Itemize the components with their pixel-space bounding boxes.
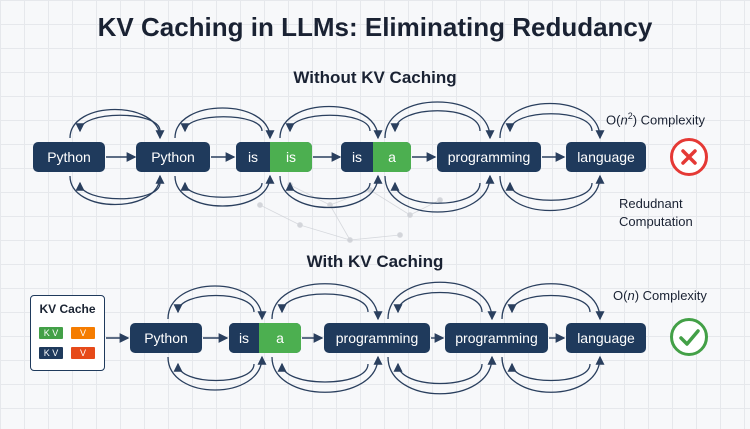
- token-is-cached: is: [229, 323, 259, 353]
- without-heading: Without KV Caching: [293, 68, 457, 87]
- token-python: Python: [130, 323, 202, 353]
- token-is-a: is a: [229, 323, 301, 353]
- token-is-new: is: [270, 142, 312, 172]
- x-icon: [670, 138, 708, 176]
- token-is-a: is a: [341, 142, 411, 172]
- kv-cache-title: KV Cache: [39, 302, 96, 316]
- complexity-quadratic: O(n2) Complexity: [606, 111, 705, 128]
- token-programming-1: programming: [324, 323, 430, 353]
- complexity-linear: O(n) Complexity: [613, 288, 707, 303]
- token-programming: programming: [437, 142, 541, 172]
- token-language: language: [566, 142, 646, 172]
- token-programming-2: programming: [445, 323, 548, 353]
- token-a-new: a: [259, 323, 301, 353]
- cache-key-chip: K V: [39, 347, 63, 359]
- cache-value-chip: V: [71, 327, 95, 339]
- token-python-1: Python: [33, 142, 105, 172]
- redundant-label-line1: Redudnant: [619, 196, 683, 211]
- token-is-is: is is: [236, 142, 312, 172]
- cache-value-chip: V: [71, 347, 95, 359]
- token-is-cached: is: [236, 142, 270, 172]
- token-language: language: [566, 323, 646, 353]
- with-heading: With KV Caching: [306, 252, 444, 271]
- token-a-new: a: [373, 142, 411, 172]
- token-is-cached-2: is: [341, 142, 373, 172]
- cache-key-chip: K V: [39, 327, 63, 339]
- token-python-2: Python: [136, 142, 210, 172]
- check-icon: [670, 318, 708, 356]
- kv-cache-panel: KV Cache K V V K V V: [30, 295, 105, 371]
- redundant-label-line2: Computation: [619, 214, 693, 229]
- page-title: KV Caching in LLMs: Eliminating Redudanc…: [97, 12, 653, 42]
